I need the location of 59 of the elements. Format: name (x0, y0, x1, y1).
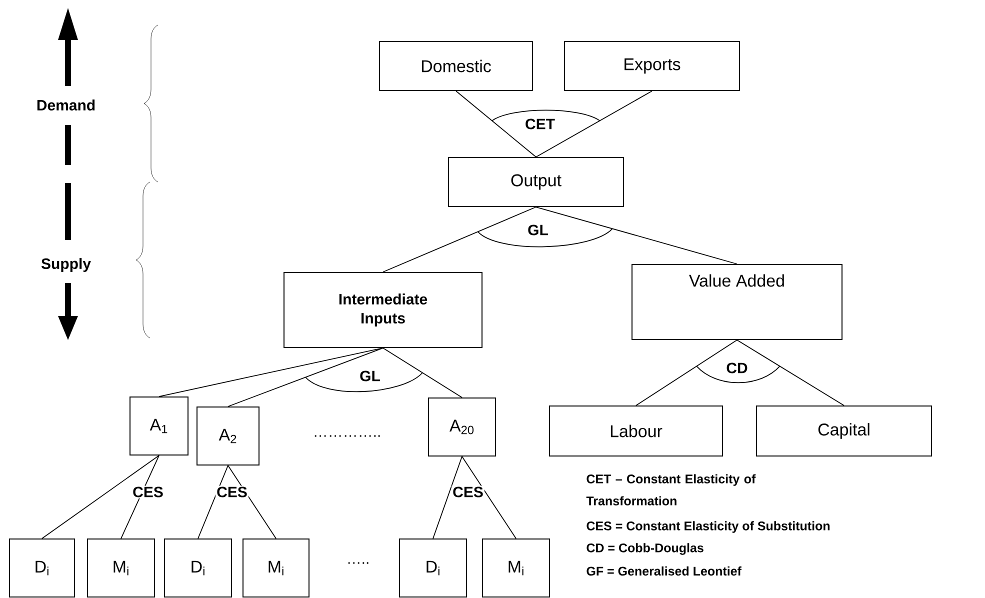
arc-label: CES (216, 486, 248, 498)
connector-line (462, 456, 516, 539)
axis-label: Supply (41, 258, 91, 272)
arc-label: GL (526, 224, 550, 236)
box (164, 538, 232, 598)
legend-note: CES = Constant Elasticity of Substitution (586, 521, 830, 533)
box (284, 272, 482, 348)
legend-note: GF = Generalised Leontief (586, 566, 742, 576)
arc-label: CD (725, 362, 749, 374)
axis-label: Demand (37, 100, 95, 110)
arc-label: CES (132, 486, 164, 498)
box (428, 398, 496, 456)
box (196, 406, 260, 466)
arc-label: CET (524, 118, 556, 130)
node-label: M$_{i}$ (268, 560, 284, 576)
connector-line (536, 90, 652, 158)
box (399, 538, 467, 598)
node-label: Intermediate Inputs (339, 294, 428, 326)
ellipsis: ………….. (314, 435, 380, 437)
node-label: A$_{20}$ (450, 420, 474, 434)
connector-line (456, 90, 536, 158)
legend-note: CD = Cobb-Douglas (586, 543, 704, 555)
node-label: Capital (818, 423, 870, 439)
box (87, 538, 155, 598)
node-label: Labour (610, 424, 662, 438)
box (379, 41, 533, 91)
connector-line (736, 340, 844, 406)
box (242, 538, 310, 598)
node-label: Domestic (422, 60, 491, 72)
box (756, 406, 932, 456)
connector-line (228, 348, 384, 407)
box (632, 264, 842, 340)
connector-line (382, 206, 536, 272)
ellipsis: ….. (348, 562, 368, 564)
arc-label: CES (452, 486, 484, 498)
connector-line (536, 206, 738, 264)
connector-line (42, 455, 160, 539)
box (564, 41, 740, 91)
node-label: A$_{1}$ (150, 418, 168, 434)
box (448, 157, 624, 207)
box (9, 538, 75, 598)
connector-line (382, 348, 462, 398)
node-label: D$_{i}$ (426, 560, 440, 576)
connector-line (636, 340, 738, 406)
node-label: D$_{i}$ (36, 560, 48, 576)
connector-line (432, 456, 462, 539)
node-label: A$_{2}$ (218, 428, 236, 444)
box (482, 538, 550, 598)
arc-label: GL (358, 370, 382, 382)
legend-note: CET – Constant Elasticity of Transformation (586, 474, 756, 506)
connector-line (158, 348, 384, 397)
node-label: Value Added (689, 274, 784, 287)
node-label: M$_{i}$ (508, 560, 524, 576)
box (549, 406, 723, 456)
node-label: Output (511, 174, 562, 190)
box (130, 396, 188, 456)
node-label: M$_{i}$ (114, 560, 128, 576)
node-label: Exports (624, 58, 680, 74)
node-label: D$_{i}$ (192, 560, 204, 576)
